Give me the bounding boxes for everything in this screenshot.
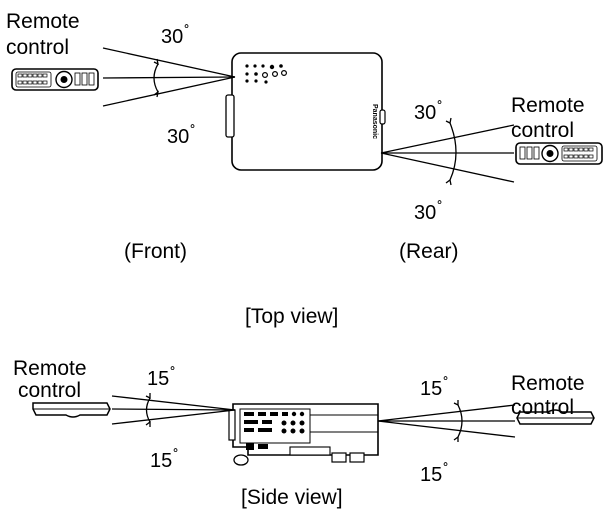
degree-symbol [169, 368, 175, 390]
side-view-caption: [Side view] [241, 486, 343, 509]
degree-symbol [189, 126, 195, 148]
brand-text: Panasonic [371, 104, 378, 139]
rear-remote-label-line1: Remote [511, 94, 585, 117]
front-remote-top [11, 68, 99, 91]
rear-angle-lower: 30 [414, 202, 437, 224]
front-angle-upper: 30 [161, 26, 184, 48]
control-buttons [245, 64, 288, 84]
front-angle-upper-wrap: 30 [161, 22, 190, 48]
side-left-signal-lines [111, 393, 236, 427]
side-left-angle-upper-wrap: 15 [147, 364, 176, 390]
projector-side-view [228, 403, 379, 466]
degree-symbol [172, 450, 178, 472]
rear-side-caption: (Rear) [399, 240, 459, 263]
rear-angle-lower-wrap: 30 [414, 198, 443, 224]
front-angle-lower: 30 [167, 126, 190, 148]
side-right-angle-upper: 15 [420, 378, 443, 400]
side-right-angle-lower-wrap: 15 [420, 460, 449, 486]
side-right-angle-upper-wrap: 15 [420, 374, 449, 400]
side-right-signal-lines [377, 400, 516, 442]
degree-symbol [436, 202, 442, 224]
degree-symbol [442, 464, 448, 486]
side-right-remote-label-line2: control [511, 396, 575, 419]
top-view-caption: [Top view] [245, 305, 339, 328]
front-signal-lines [102, 47, 236, 107]
side-left-angle-upper: 15 [147, 368, 170, 390]
side-right-angle-lower: 15 [420, 464, 443, 486]
side-right-remote-label-line1: Remote [511, 372, 585, 395]
front-side-caption: (Front) [124, 240, 187, 263]
front-angle-lower-wrap: 30 [167, 122, 196, 148]
degree-symbol [436, 102, 442, 124]
projector-top-view: Panasonic [225, 52, 386, 171]
front-remote-label-line2: control [6, 36, 70, 59]
rear-remote-top [515, 142, 603, 165]
rear-angle-upper-wrap: 30 [414, 98, 443, 124]
side-left-remote-label-line1: Remote [13, 357, 87, 380]
front-remote-label-line1: Remote [6, 10, 80, 33]
degree-symbol [183, 26, 189, 48]
side-left-angle-lower-wrap: 15 [150, 446, 179, 472]
side-left-remote [32, 402, 111, 418]
rear-angle-upper: 30 [414, 102, 437, 124]
side-right-remote [516, 409, 595, 425]
side-left-angle-lower: 15 [150, 450, 173, 472]
rear-signal-lines [380, 117, 515, 186]
side-left-remote-label-line2: control [18, 379, 82, 402]
degree-symbol [442, 378, 448, 400]
rear-remote-label-line2: control [511, 119, 575, 142]
